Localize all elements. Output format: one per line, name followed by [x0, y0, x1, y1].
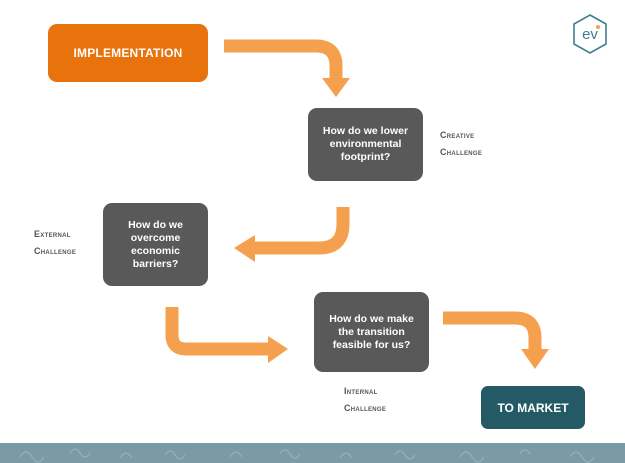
arrowhead-left-1 [234, 235, 255, 262]
to-market-box: TO MARKET [481, 386, 585, 429]
label-creative-line1: Creative [440, 130, 475, 140]
implementation-label: IMPLEMENTATION [73, 46, 183, 60]
question-box-transition: How do we make the transition feasible f… [314, 292, 429, 372]
arrowhead-down-1 [322, 78, 350, 97]
arrow-q3-to-market [443, 311, 542, 351]
label-external-line1: External [34, 229, 71, 239]
label-external-challenge: External Challenge [34, 226, 76, 260]
ev-hexagon-logo-icon: ev [573, 14, 607, 54]
label-external-line2: Challenge [34, 246, 77, 256]
label-internal-line2: Challenge [344, 403, 387, 413]
question-box-economic: How do we overcome economic barriers? [103, 203, 208, 286]
arrowhead-down-2 [521, 349, 549, 369]
question-text-transition: How do we make the transition feasible f… [329, 312, 414, 351]
label-creative-line2: Challenge [440, 147, 483, 157]
arrow-implementation-to-q1 [224, 39, 343, 80]
logo-text: ev [582, 26, 598, 43]
label-internal-line1: Internal [344, 386, 378, 396]
to-market-label: TO MARKET [497, 400, 569, 415]
label-internal-challenge: Internal Challenge [344, 383, 386, 417]
question-text-economic: How do we overcome economic barriers? [128, 218, 183, 270]
question-box-environmental: How do we lower environmental footprint? [308, 108, 423, 181]
question-text-environmental: How do we lower environmental footprint? [322, 125, 409, 163]
arrowhead-right-1 [268, 336, 288, 363]
footer-pattern-bar [0, 443, 625, 463]
implementation-box: IMPLEMENTATION [48, 24, 208, 82]
label-creative-challenge: Creative Challenge [440, 127, 482, 161]
arrow-q1-to-q2 [253, 207, 350, 255]
arrow-q2-to-q3 [165, 307, 270, 356]
